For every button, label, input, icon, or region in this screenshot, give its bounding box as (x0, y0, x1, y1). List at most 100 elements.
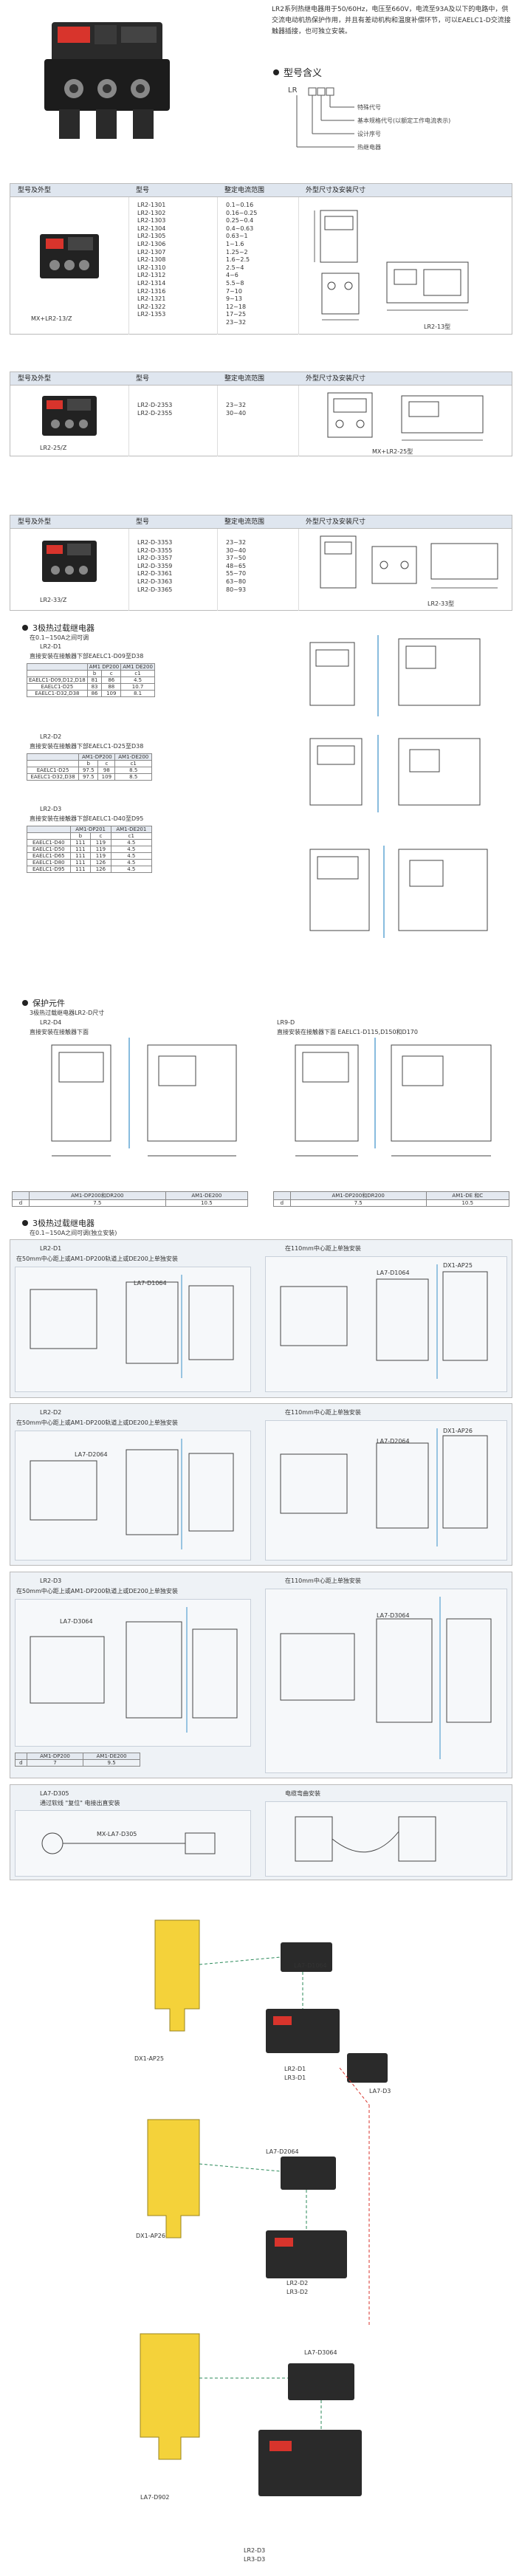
panel-label-2: DX1-AP26 (443, 1428, 473, 1434)
table-cell: 10.5 (425, 1199, 510, 1207)
table-cell: c (101, 670, 122, 677)
current-range: 37~50 (226, 555, 247, 562)
current-range: 30~40 (226, 409, 247, 417)
table-header-cell: AM1-DP200 (26, 1753, 84, 1760)
model-code: LR2-1305 (137, 233, 166, 240)
relay-product-image (40, 234, 99, 278)
assembly-label: LR2-D3 (244, 2547, 266, 2554)
drawing-caption: MX+LR2-25型 (372, 448, 413, 455)
table-cell: EAELC1-D25 (27, 683, 88, 691)
three-pole-heading: 3极热过载继电器 (22, 622, 95, 634)
model-code: LR2-1301 (137, 202, 166, 208)
table-cell: 9.5 (83, 1759, 140, 1767)
relay-product-image (42, 396, 97, 436)
model-code: LR2-1302 (137, 209, 166, 216)
current-range: 4~6 (226, 272, 238, 279)
table-cell: 7.5 (289, 1199, 427, 1207)
table-cell: d (12, 1199, 30, 1207)
table-header-cell: AM1-DP200 (78, 753, 116, 761)
panel-label: LA7-D3064 (377, 1612, 410, 1619)
table-cell: 10.5 (165, 1199, 249, 1207)
model-code-lines (296, 87, 354, 148)
mount-note-d1: 直接安装在接触器下部EAELC1-D09至D38 (30, 653, 144, 660)
model-code: LR2-1310 (137, 264, 166, 271)
model-code: LR2-D-3357 (137, 555, 173, 562)
panel-left-desc: 在50mm中心距上或AM1-DP200轨道上或DE200上单独安装 (16, 1588, 178, 1594)
current-range: 0.63~1 (226, 233, 248, 240)
assembly-exploded-diagram (140, 1919, 388, 2496)
panel-left-drawing: LA7-D2064 (15, 1431, 251, 1561)
spec-table-header: 型号及外型 型号 整定电流范围 外型尺寸及安装尺寸 (10, 372, 512, 386)
table-cell: b (69, 832, 92, 840)
table-cell: 111 (69, 852, 92, 860)
mount-note-lr9: 直接安装在接触器下面 EAELC1-D115,D150和D170 (277, 1029, 418, 1035)
table-cell: 10.7 (120, 683, 155, 691)
product-caption: LR2-25/Z (40, 445, 67, 451)
assembly-label: LR3-D1 (284, 2075, 306, 2081)
table-header-cell: AM1-DP200和DR200 (28, 1191, 166, 1200)
table-cell: 119 (90, 839, 111, 846)
current-range: 0.4~0.63 (226, 225, 254, 232)
model-lr2-d3: LR2-D3 (40, 806, 62, 812)
model-code: LR2-1353 (137, 311, 166, 318)
table-cell: 8.5 (114, 767, 152, 774)
model-code: LR2-D-3353 (137, 539, 173, 546)
panel-label: LA7-D3064 (60, 1618, 93, 1625)
assembly-label: DX1-AP25 (134, 2055, 164, 2062)
table-cell: 4.5 (110, 846, 153, 853)
table-cell: 98 (97, 767, 116, 774)
table-cell: EAELC1-D32,D38 (27, 690, 88, 697)
panel-title: LA7-D305 (40, 1790, 69, 1797)
panel-left-drawing: MX-LA7-D305 (15, 1810, 251, 1877)
current-range: 1.6~2.5 (226, 256, 250, 264)
model-label-special: 特殊代号 (357, 104, 381, 111)
table-cell: 4.5 (120, 676, 155, 684)
table-cell: EAELC1-D50 (27, 846, 71, 853)
table-cell (27, 670, 88, 677)
assembly-label: LR2-D2 (286, 2280, 309, 2286)
table-header-cell: AM1-DP201 (69, 826, 111, 833)
current-range: 7~10 (226, 287, 242, 295)
panel-right-drawing: LA7-D3064 (265, 1589, 507, 1773)
table-cell: c1 (120, 670, 155, 677)
bullet-icon (22, 625, 28, 631)
panel-left-desc: 在50mm中心距上或AM1-DP200轨道上或DE200上单独安装 (16, 1419, 178, 1426)
assembly-label: LR2-D1 (284, 2066, 306, 2072)
model-code: LR2-1307 (137, 248, 166, 256)
table-cell: 119 (90, 852, 111, 860)
current-range: 5.5~8 (226, 279, 244, 287)
table-header-cell: AM1-DE201 (110, 826, 153, 833)
table-header-cell: AM1-DE200 (83, 1753, 140, 1760)
current-range: 17~25 (226, 311, 247, 318)
model-label-design: 设计序号 (357, 131, 381, 137)
model-code: LR2-1303 (137, 217, 166, 225)
current-range: 0.25~0.4 (226, 217, 254, 225)
table-header-cell: AM1-DE 和C (425, 1191, 510, 1200)
three-pole-heading-b: 3极热过载继电器 (22, 1217, 95, 1229)
table-cell: 126 (90, 859, 111, 866)
table-cell: EAELC1-D25 (26, 767, 80, 774)
panel-la7-d305: LA7-D305 通过软线 "复位" 电接出直安装 电缆弯曲安装 MX-LA7-… (10, 1784, 512, 1880)
current-range: 1~1.6 (226, 240, 244, 247)
panel-left-drawing: LA7-D1064 (15, 1267, 251, 1392)
bullet-icon (22, 1000, 28, 1006)
drawing-caption: LR2-13型 (424, 323, 451, 330)
protection-note: 3极热过载继电器LR2-D尺寸 (30, 1010, 105, 1016)
panel-label: MX-LA7-D305 (97, 1831, 137, 1837)
current-range: 1.25~2 (226, 248, 248, 256)
model-label-relay: 热继电器 (357, 144, 381, 151)
spec-table-lr2-25: 型号及外型 型号 整定电流范围 外型尺寸及安装尺寸 LR2-25/Z LR2-D… (10, 371, 512, 456)
model-code: LR2-1316 (137, 287, 166, 295)
